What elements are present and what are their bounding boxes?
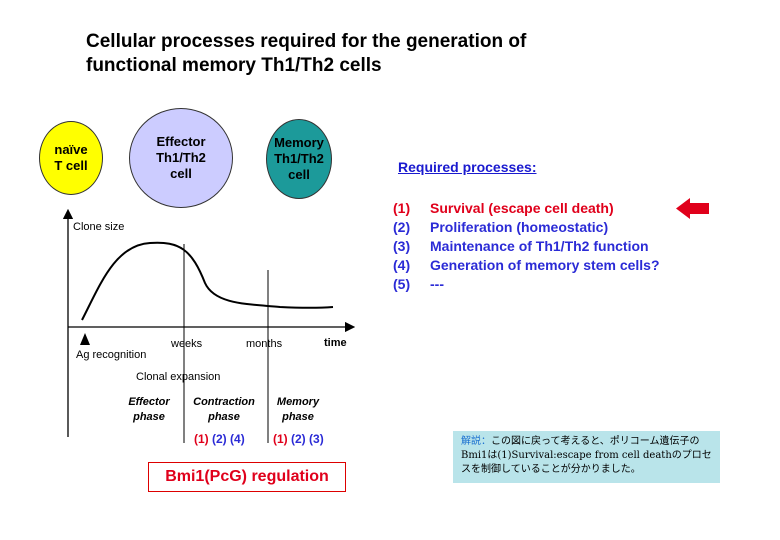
process-text: Maintenance of Th1/Th2 function (430, 238, 649, 254)
memory-num-1: (1) (273, 432, 288, 446)
contraction-num-2: (2) (212, 432, 227, 446)
effector-cell-label: Effector Th1/Th2 cell (156, 134, 206, 181)
process-text: Proliferation (homeostatic) (430, 219, 609, 235)
effector-cell-circle: Effector Th1/Th2 cell (129, 108, 233, 208)
memory-phase-label: Memory phase (276, 396, 320, 423)
note-lead: 解説： (461, 436, 491, 447)
memory-phase-numbers: (1) (2) (3) (273, 432, 324, 446)
process-number: (2) (393, 219, 411, 235)
contraction-num-3: (4) (230, 432, 245, 446)
note-body: この図に戻って考えると、ポリコーム遺伝子のBmi1は(1)Survival:es… (461, 436, 712, 475)
contraction-phase-numbers: (1) (2) (4) (194, 432, 245, 446)
process-number: (5) (393, 276, 411, 292)
required-processes-title: Required processes: (398, 159, 537, 175)
explanation-note: 解説：この図に戻って考えると、ポリコーム遺伝子のBmi1は(1)Survival… (453, 431, 720, 483)
memory-num-3: (3) (309, 432, 324, 446)
process-text: Generation of memory stem cells? (430, 257, 660, 273)
ag-recognition-label: Ag recognition (76, 349, 147, 361)
bmi1-regulation-label: Bmi1(PcG) regulation (165, 468, 329, 485)
clonal-expansion-label: Clonal expansion (136, 371, 221, 383)
title-line-1: Cellular processes required for the gene… (86, 31, 527, 52)
process-text: Survival (escape cell death) (430, 200, 614, 216)
y-axis-label: Clone size (73, 221, 125, 233)
bmi1-regulation-box: Bmi1(PcG) regulation (148, 462, 346, 492)
process-item: (4) Generation of memory stem cells? (393, 256, 660, 275)
process-number: (4) (393, 257, 411, 273)
memory-cell-circle: Memory Th1/Th2 cell (266, 119, 332, 199)
process-number: (3) (393, 238, 411, 254)
months-tick-label: months (246, 338, 283, 350)
slide-title: Cellular processes required for the gene… (86, 30, 686, 78)
contraction-num-1: (1) (194, 432, 209, 446)
process-item: (1) Survival (escape cell death) (393, 199, 660, 218)
ag-recognition-arrow (80, 333, 90, 345)
process-item: (2) Proliferation (homeostatic) (393, 218, 660, 237)
required-processes-list: (1) Survival (escape cell death) (2) Pro… (393, 199, 660, 294)
title-line-2: functional memory Th1/Th2 cells (86, 55, 382, 76)
memory-cell-label: Memory Th1/Th2 cell (274, 135, 324, 182)
clone-size-curve (81, 241, 334, 321)
naive-t-cell-label: naïve T cell (54, 142, 88, 173)
process-text: --- (430, 276, 444, 292)
x-axis-label: time (324, 337, 347, 349)
process-number: (1) (393, 200, 411, 216)
process-item: (5) --- (393, 275, 660, 294)
memory-num-2: (2) (291, 432, 306, 446)
weeks-tick-label: weeks (171, 338, 203, 350)
contraction-phase-label: Contraction phase (193, 396, 255, 423)
highlight-arrow-icon (676, 198, 709, 219)
naive-t-cell-circle: naïve T cell (39, 121, 103, 195)
process-item: (3) Maintenance of Th1/Th2 function (393, 237, 660, 256)
effector-phase-label: Effector phase (128, 396, 170, 423)
